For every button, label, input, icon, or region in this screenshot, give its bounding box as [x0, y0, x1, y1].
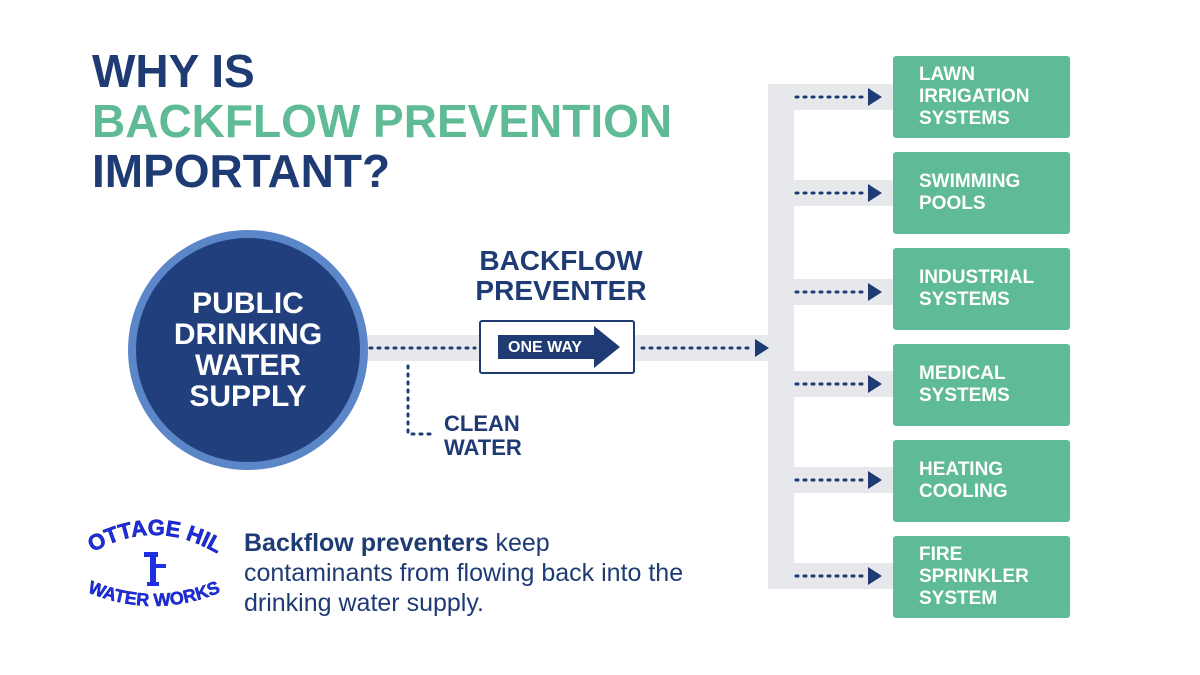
tagline-rest: keep contaminants from flowing back into… [244, 529, 684, 617]
one-way-arrow-icon [498, 326, 620, 368]
tagline: Backflow preventers keep contaminants fr… [244, 528, 684, 618]
tagline-bold: Backflow preventers [244, 529, 489, 557]
cottage-hill-logo: COTTAGE HILL WATER WORKS [84, 514, 224, 610]
water-supply-circle: PUBLIC DRINKING WATER SUPPLY [128, 230, 368, 470]
clean-water-connector [406, 364, 438, 436]
dest-fire-sprinkler: FIRE SPRINKLER SYSTEM [893, 536, 1070, 618]
dest-label: FIRE SPRINKLER SYSTEM [919, 544, 1029, 609]
title-line-2: BACKFLOW PREVENTION [92, 95, 673, 147]
dest-medical: MEDICAL SYSTEMS [893, 344, 1070, 426]
dest-label: HEATING COOLING [919, 459, 1008, 502]
water-supply-label: PUBLIC DRINKING WATER SUPPLY [136, 238, 360, 462]
dest-swimming-pools: SWIMMING POOLS [893, 152, 1070, 234]
dest-label: LAWN IRRIGATION SYSTEMS [919, 64, 1030, 129]
dest-label: INDUSTRIAL SYSTEMS [919, 267, 1035, 310]
branch-arrowhead-icon [868, 375, 882, 393]
dest-label: SWIMMING POOLS [919, 171, 1021, 214]
title-line-1: WHY IS [92, 45, 255, 97]
logo-top-path: COTTAGE HILL [84, 514, 224, 558]
branch-arrowhead-icon [868, 471, 882, 489]
dest-lawn-irrigation: LAWN IRRIGATION SYSTEMS [893, 56, 1070, 138]
manifold-pipe [768, 84, 794, 589]
branch-arrowhead-icon [868, 283, 882, 301]
logo-top-text: COTTAGE HILL [84, 514, 224, 558]
clean-water-label: CLEAN WATER [444, 411, 522, 460]
branch-arrowhead-icon [868, 567, 882, 585]
hydrant-icon [144, 552, 166, 586]
branch-arrowhead-icon [868, 88, 882, 106]
one-way-label: ONE WAY [508, 339, 583, 356]
dest-heating-cooling: HEATING COOLING [893, 440, 1070, 522]
dest-industrial: INDUSTRIAL SYSTEMS [893, 248, 1070, 330]
title-line-3: IMPORTANT? [92, 145, 391, 197]
main-arrowhead-icon [755, 339, 769, 357]
branch-arrowhead-icon [868, 184, 882, 202]
dest-label: MEDICAL SYSTEMS [919, 363, 1010, 406]
page-title: WHY IS BACKFLOW PREVENTION IMPORTANT? [92, 46, 672, 196]
branch-arrows [794, 88, 882, 585]
backflow-preventer-label: BACKFLOW PREVENTER [475, 245, 647, 306]
